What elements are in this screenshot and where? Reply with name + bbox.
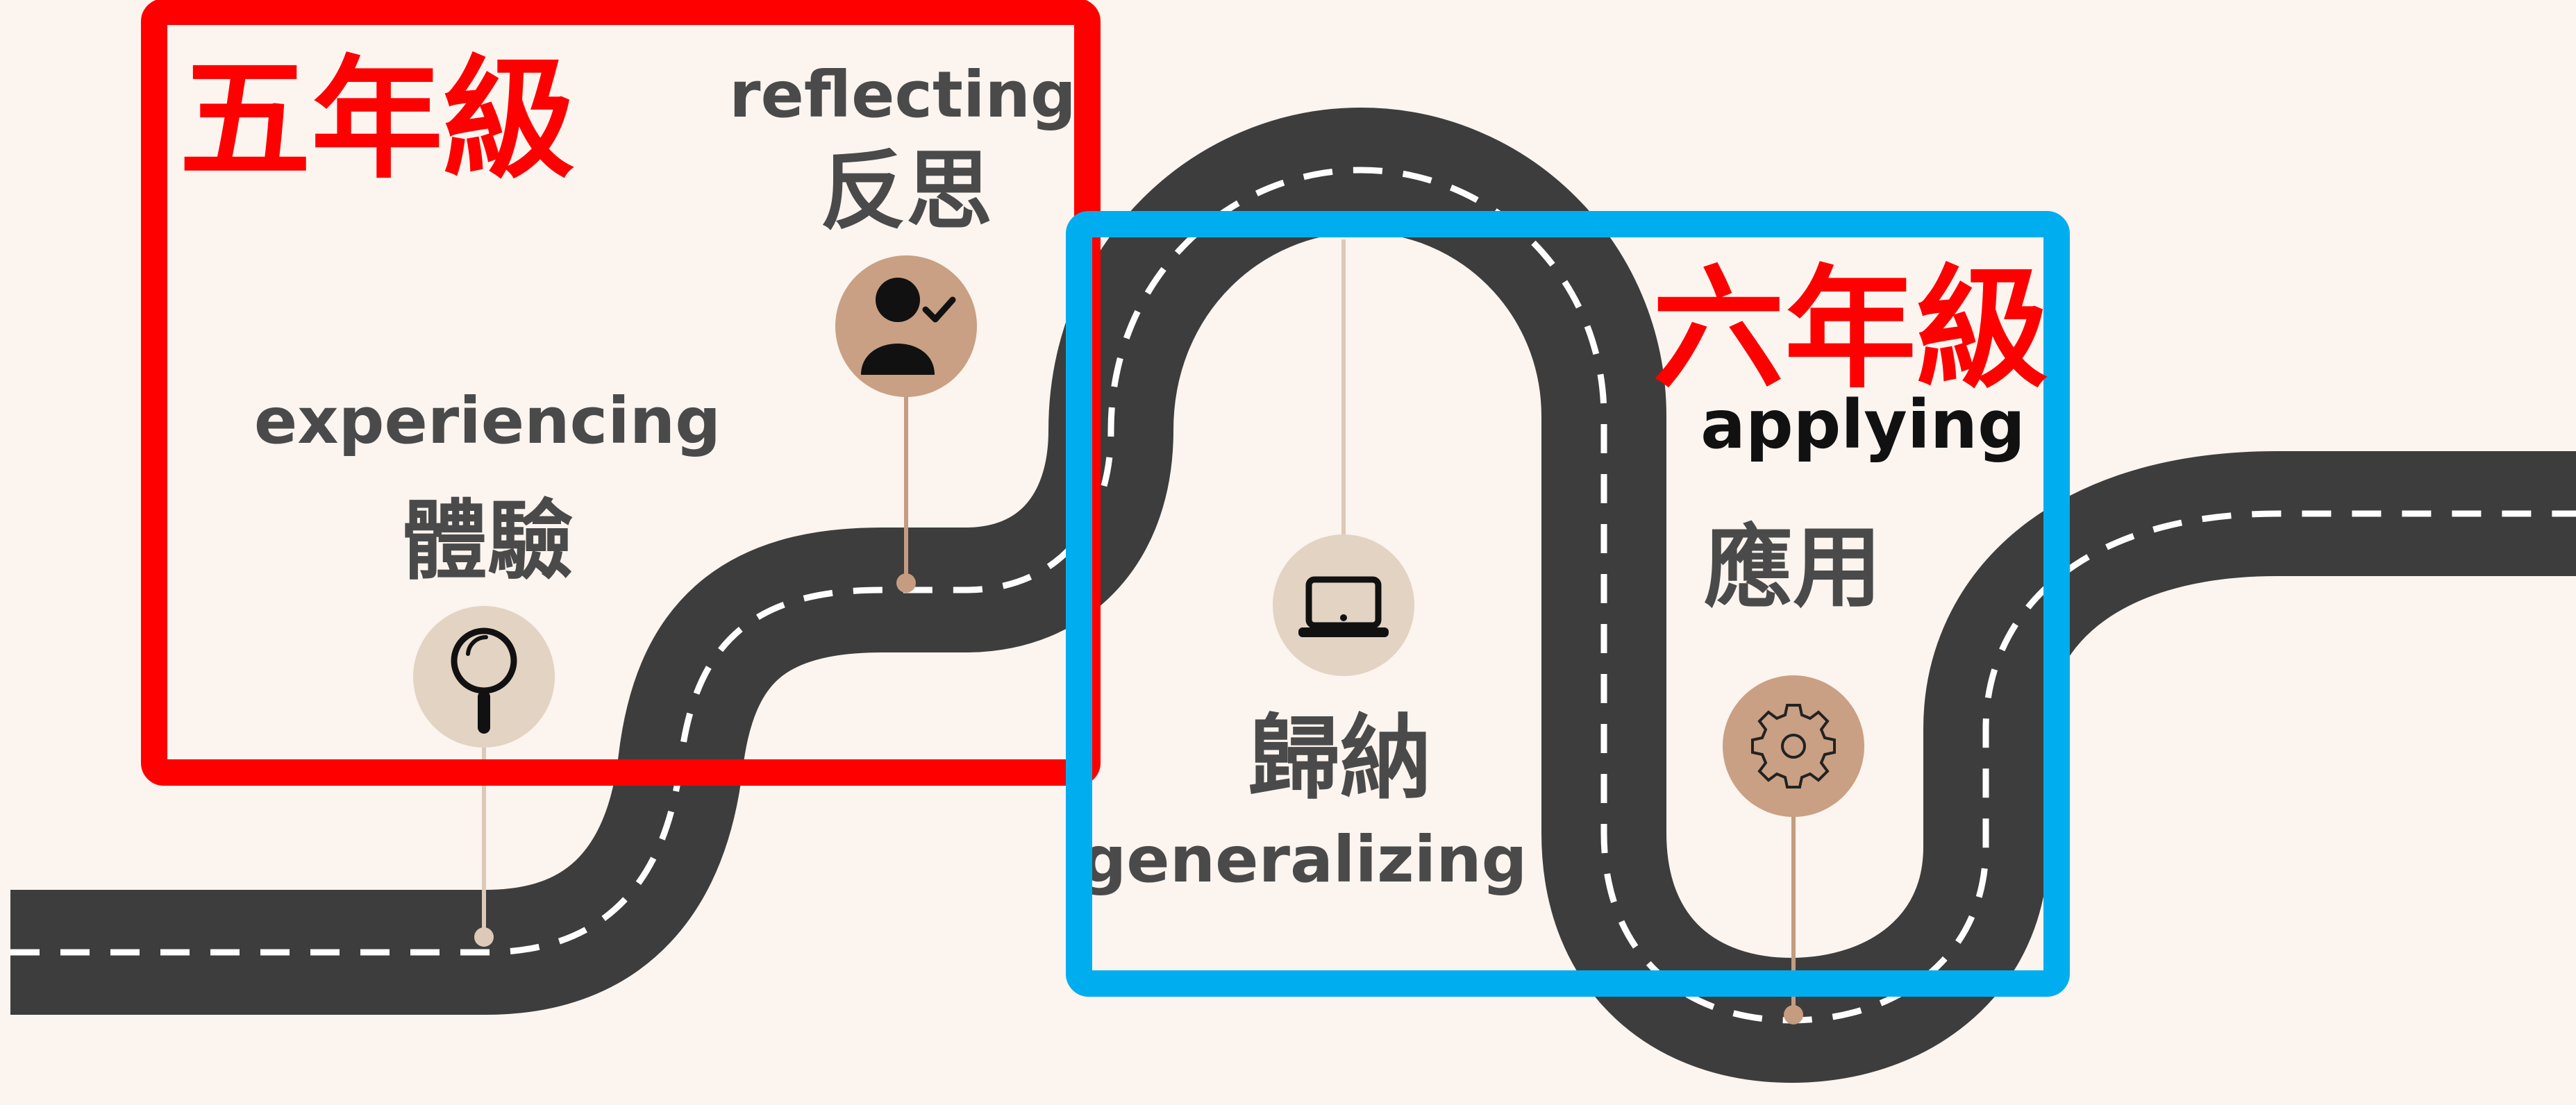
laptop-icon [1298, 576, 1389, 637]
person-check-icon [861, 278, 956, 375]
stage-experiencing-icon-badge [413, 606, 555, 748]
grade6-frame [1066, 211, 2070, 997]
pin-dot-applying [1784, 1005, 1803, 1024]
stage-generalizing-chinese: 歸納 [1248, 705, 1432, 812]
stage-reflecting-chinese: 反思 [820, 142, 992, 242]
grade6-group: 六年級 [1066, 211, 2070, 997]
grade5-label: 五年級 [179, 43, 575, 196]
stage-applying-chinese: 應用 [1704, 516, 1882, 620]
stage-reflecting-icon-badge [835, 255, 977, 397]
stage-generalizing-english: generalizing [1080, 823, 1527, 897]
stage-generalizing-icon-badge [1273, 534, 1414, 676]
pin-dot-experiencing [474, 927, 494, 947]
reflecting-circle [835, 255, 977, 397]
winding-road [10, 108, 2576, 1083]
stage-applying-icon-badge [1723, 675, 1864, 817]
magnifier-icon [451, 627, 517, 734]
stage-applying-english: applying [1700, 386, 2025, 464]
pin-dot-reflecting [896, 573, 916, 593]
gear-icon [1751, 704, 1836, 788]
stage-experiencing-chinese: 體驗 [401, 491, 574, 591]
stage-experiencing-english: experiencing [254, 384, 721, 458]
stage-reflecting-english: reflecting [729, 58, 1076, 132]
grade6-label: 六年級 [1653, 253, 2048, 406]
experiencing-circle [413, 606, 555, 748]
generalizing-circle [1273, 534, 1414, 676]
stage-labels: experiencing 體驗 reflecting 反思 歸納 general… [254, 58, 2025, 897]
road-center-dashes [10, 167, 2576, 1024]
